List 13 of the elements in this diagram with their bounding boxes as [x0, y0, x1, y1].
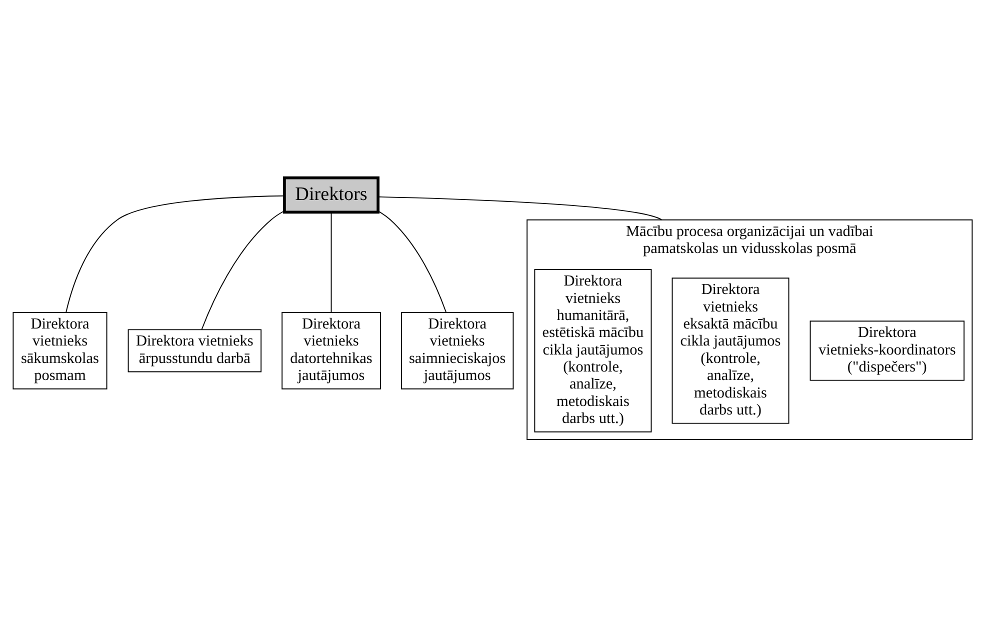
connector	[66, 195, 285, 313]
node-box: Direktora vietnieks saimnieciskajos jautājumos	[400, 312, 514, 390]
node-box: Direktora vietnieks humanitārā, estētiskā mācību cikla jautājumos (kontrole, analīze, metodiskais darbs utt.)	[534, 269, 652, 432]
node-box: Direktora vietnieks-koordinators ("dispečers")	[810, 320, 965, 381]
connector	[378, 210, 447, 313]
node-box: Direktora vietnieks ārpusstundu darbā	[128, 329, 262, 372]
node-box: Direktors	[283, 176, 380, 214]
connector	[378, 196, 662, 220]
connector	[330, 212, 332, 313]
node-box: Direktora vietnieks eksaktā mācību cikla jautājumos (kontrole, analīze, metodiskais darbs utt.)	[672, 278, 790, 424]
node-box: Direktora vietnieks sākumskolas posmam	[12, 312, 108, 390]
connector	[201, 210, 285, 330]
node-box: Direktora vietnieks datortehnikas jautājumos	[282, 312, 381, 390]
